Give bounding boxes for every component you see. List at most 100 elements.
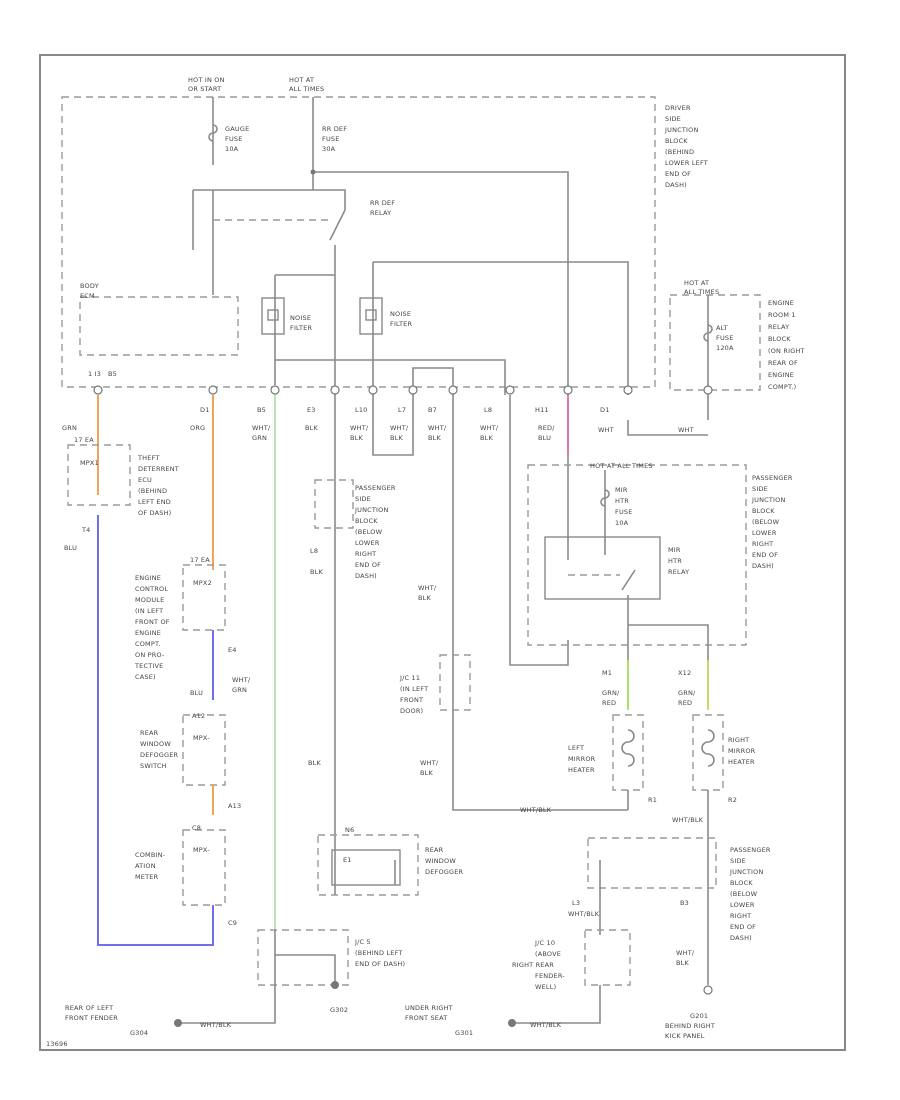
svg-text:JUNCTION: JUNCTION	[354, 506, 389, 514]
svg-text:ENGINE: ENGINE	[135, 574, 161, 582]
svg-text:N6: N6	[345, 826, 354, 834]
svg-text:WHT/BLK: WHT/BLK	[200, 1021, 232, 1029]
rrdef-relay: RR DEF RELAY	[370, 199, 395, 217]
rear-left-ground: REAR OF LEFT FRONT FENDER G304	[65, 1004, 148, 1037]
under-seat-ground: UNDER RIGHT FRONT SEAT G301	[405, 1004, 473, 1037]
svg-text:RR DEF: RR DEF	[322, 125, 347, 133]
svg-text:RIGHT: RIGHT	[728, 736, 749, 744]
wire-colors-row: GRN ORG WHT/ GRN BLK WHT/ BLK WHT/ BLK W…	[62, 424, 694, 442]
svg-text:END OF: END OF	[355, 561, 381, 569]
noise-filter-2-label: NOISE FILTER	[390, 310, 412, 328]
svg-text:(IN LEFT: (IN LEFT	[135, 607, 163, 615]
svg-text:PASSENGER: PASSENGER	[355, 484, 396, 492]
svg-text:BLK: BLK	[308, 759, 321, 767]
svg-text:A12: A12	[192, 712, 205, 720]
svg-text:NOISE: NOISE	[390, 310, 411, 318]
right-mirror-heater	[692, 714, 724, 791]
svg-text:DASH): DASH)	[730, 934, 752, 942]
rear-defogger-switch	[182, 714, 226, 786]
svg-text:GRN: GRN	[62, 424, 77, 432]
svg-text:G304: G304	[130, 1029, 148, 1037]
svg-text:ECU: ECU	[138, 476, 152, 484]
svg-text:WHT/BLK: WHT/BLK	[568, 910, 600, 918]
svg-text:FILTER: FILTER	[290, 324, 312, 332]
svg-text:BLK: BLK	[305, 424, 318, 432]
svg-text:J/C 10: J/C 10	[534, 939, 555, 947]
svg-text:30A: 30A	[322, 145, 336, 153]
svg-text:LOWER: LOWER	[355, 539, 380, 547]
svg-text:WHT/: WHT/	[420, 759, 439, 767]
svg-text:RED: RED	[602, 699, 616, 707]
rear-defogger-label: N6 E1 REAR WINDOW DEFOGGER	[343, 826, 464, 876]
rear-switch-label: A12 MPX- A13 REAR WINDOW DEFOGGER SWITCH	[140, 712, 241, 810]
left-mirror-heater	[612, 714, 644, 791]
pass-jb-right-label: PASSENGER SIDE JUNCTION BLOCK (BELOW LOW…	[751, 474, 793, 570]
svg-text:E1: E1	[343, 856, 352, 864]
svg-text:FUSE: FUSE	[615, 508, 633, 516]
svg-text:BLOCK: BLOCK	[768, 335, 791, 343]
driver-junction-block	[61, 96, 656, 388]
svg-text:FRONT: FRONT	[400, 696, 423, 704]
pass-jb-bottom-label: PASSENGER SIDE JUNCTION BLOCK (BELOW LOW…	[568, 846, 771, 967]
svg-text:BLOCK: BLOCK	[752, 507, 775, 515]
driver-jb-pins	[93, 385, 713, 395]
svg-text:GRN: GRN	[252, 434, 267, 442]
svg-text:L8: L8	[484, 406, 492, 414]
svg-text:KICK PANEL: KICK PANEL	[665, 1032, 705, 1040]
svg-text:C9: C9	[228, 919, 237, 927]
svg-text:FRONT FENDER: FRONT FENDER	[65, 1014, 118, 1022]
svg-text:HTR: HTR	[615, 497, 629, 505]
svg-text:GRN/: GRN/	[602, 689, 620, 697]
svg-text:D1: D1	[600, 406, 610, 414]
svg-text:BLK: BLK	[480, 434, 493, 442]
svg-text:WHT/: WHT/	[418, 584, 437, 592]
svg-text:PASSENGER: PASSENGER	[730, 846, 771, 854]
svg-text:WHT/BLK: WHT/BLK	[672, 816, 704, 824]
svg-text:REAR OF LEFT: REAR OF LEFT	[65, 1004, 113, 1012]
jc10-label: J/C 10 (ABOVE RIGHT REAR FENDER- WELL) W…	[512, 939, 565, 1029]
diagram-footer-id: 13696	[46, 1040, 68, 1048]
svg-text:BLK: BLK	[428, 434, 441, 442]
svg-text:COMBIN-: COMBIN-	[135, 851, 166, 859]
svg-text:E3: E3	[307, 406, 316, 414]
svg-text:RIGHT: RIGHT	[752, 540, 773, 548]
svg-text:END OF: END OF	[665, 170, 691, 178]
svg-text:THEFT: THEFT	[137, 454, 160, 462]
svg-text:LOWER: LOWER	[752, 529, 777, 537]
svg-text:FRONT SEAT: FRONT SEAT	[405, 1014, 447, 1022]
svg-text:SIDE: SIDE	[752, 485, 768, 493]
svg-text:GRN/: GRN/	[678, 689, 696, 697]
svg-text:(BEHIND LEFT: (BEHIND LEFT	[355, 949, 403, 957]
svg-text:ROOM 1: ROOM 1	[768, 311, 796, 319]
svg-text:DEFOGGER: DEFOGGER	[425, 868, 464, 876]
noise-filter-1-label: NOISE FILTER	[290, 314, 312, 332]
svg-text:OR START: OR START	[188, 85, 221, 93]
svg-text:B5: B5	[108, 370, 117, 378]
passenger-jb-mid	[314, 479, 354, 529]
svg-text:OF DASH): OF DASH)	[138, 509, 171, 517]
svg-text:BLK: BLK	[390, 434, 403, 442]
svg-text:ALL TIMES: ALL TIMES	[289, 85, 324, 93]
svg-text:T4: T4	[81, 526, 91, 534]
svg-text:LEFT END: LEFT END	[138, 498, 171, 506]
svg-text:WELL): WELL)	[535, 983, 556, 991]
theft-wire-color: BLU	[64, 544, 77, 552]
svg-text:FUSE: FUSE	[225, 135, 243, 143]
svg-text:(BELOW: (BELOW	[355, 528, 383, 536]
svg-text:SIDE: SIDE	[355, 495, 371, 503]
svg-text:BLOCK: BLOCK	[730, 879, 753, 887]
svg-text:X12: X12	[678, 669, 691, 677]
svg-text:ALL TIMES: ALL TIMES	[684, 288, 719, 296]
ecm-box	[182, 564, 226, 631]
svg-text:BLK: BLK	[676, 959, 689, 967]
svg-text:G301: G301	[455, 1029, 473, 1037]
svg-text:HEATER: HEATER	[568, 766, 595, 774]
driver-jb-label: DRIVER SIDE JUNCTION BLOCK (BEHIND LOWER…	[664, 104, 708, 189]
body-ecm-box	[79, 296, 239, 356]
svg-text:ENGINE: ENGINE	[135, 629, 161, 637]
svg-text:FRONT OF: FRONT OF	[135, 618, 170, 626]
jc5-label: J/C 5 (BEHIND LEFT END OF DASH) WHT/BLK …	[200, 938, 405, 1029]
svg-text:CONTROL: CONTROL	[135, 585, 168, 593]
svg-text:PASSENGER: PASSENGER	[752, 474, 793, 482]
